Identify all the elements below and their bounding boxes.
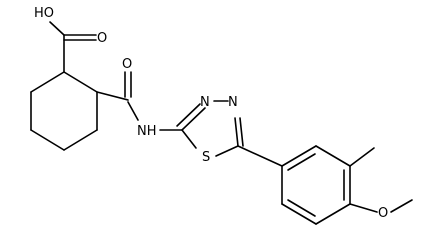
bond — [63, 129, 98, 151]
amide-nitrogen-label: NH — [137, 124, 157, 139]
bond — [215, 145, 239, 157]
thiadiazole-n3-label: N — [200, 95, 210, 110]
bond — [30, 71, 65, 93]
bond — [234, 117, 239, 147]
carboxyl-hydroxyl-label: HO — [34, 6, 54, 21]
bond — [237, 145, 283, 167]
bond — [281, 203, 317, 225]
double-bond — [176, 103, 201, 127]
bond — [30, 129, 65, 151]
amide-group — [96, 71, 183, 131]
cyclohexane-ring — [30, 71, 98, 151]
thiadiazole-n4-label: N — [228, 95, 238, 110]
methoxy-group — [349, 147, 413, 213]
chemical-structure-diagram: HO O O NH N N S O — [30, 6, 413, 225]
bond — [349, 203, 378, 213]
bond — [315, 145, 351, 167]
bond — [315, 203, 351, 225]
thiadiazole-sulfur-label: S — [202, 150, 210, 165]
bond — [390, 199, 413, 213]
carboxyl-oxygen-label: O — [97, 31, 107, 46]
amide-oxygen-label: O — [122, 57, 132, 72]
carboxylic-acid-group — [49, 21, 97, 73]
bond — [181, 129, 197, 149]
bond — [127, 101, 139, 121]
methoxy-oxygen-label: O — [378, 206, 388, 221]
bond — [63, 71, 98, 93]
bond — [349, 147, 375, 167]
bond — [49, 21, 65, 36]
aromatic-inner-bond — [287, 199, 316, 217]
benzene-ring — [281, 145, 351, 225]
bond — [181, 107, 206, 131]
double-bond — [239, 117, 244, 147]
bond — [281, 145, 317, 167]
aromatic-inner-bond — [287, 153, 316, 171]
thiadiazole-ring — [176, 100, 244, 157]
bond — [96, 91, 129, 101]
